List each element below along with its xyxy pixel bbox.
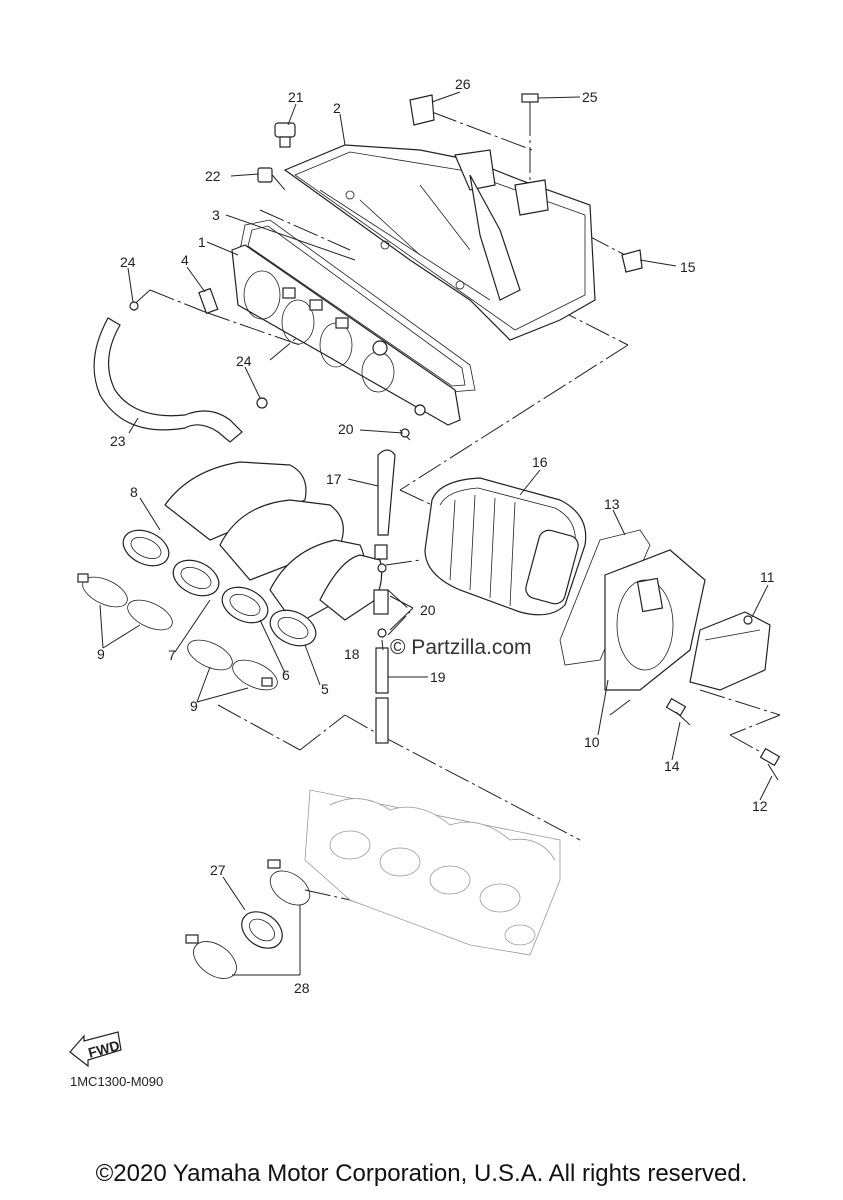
callout-4: 4 [181,252,189,268]
copyright-notice: ©2020 Yamaha Motor Corporation, U.S.A. A… [95,1160,748,1187]
callout-3: 3 [212,207,220,223]
watermark: © Partzilla.com [390,636,532,659]
part-18-valve [373,589,389,615]
diagram-code: 1MC1300-M090 [70,1074,164,1089]
callout-14: 14 [664,758,680,774]
air-filter-case [283,144,596,341]
part-24-clip-a [129,301,139,311]
callout-6: 6 [282,667,290,683]
callout-27: 27 [210,862,226,878]
case-cap [604,549,706,691]
callout-12: 12 [752,798,768,814]
callout-23: 23 [110,433,126,449]
leader-lines [99,91,773,976]
part-22-clip [257,167,273,183]
part-26-holder [409,94,435,126]
callout-19: 19 [430,669,446,685]
breather-hoses [373,449,396,744]
air-filter-element [424,477,587,616]
part-25-bolt-head [521,93,539,103]
cover-seal [559,529,651,666]
callout-8: 8 [130,484,138,500]
outer-cover [689,611,771,691]
callout-24a: 24 [120,254,136,270]
callout-25: 25 [582,89,598,105]
callout-9b: 9 [190,698,198,714]
callout-7: 7 [168,647,176,663]
callout-16: 16 [532,454,548,470]
part-24-clip-b [256,397,268,409]
callout-20b: 20 [420,602,436,618]
callout-20a: 20 [338,421,354,437]
part-15-nut [621,249,643,273]
callout-1: 1 [198,234,206,250]
callout-5: 5 [321,681,329,697]
callout-28: 28 [294,980,310,996]
callout-numbers: 1 2 3 4 5 6 7 8 9 9 10 11 12 13 14 15 16… [97,76,775,996]
intake-joints [122,461,383,647]
callout-15: 15 [680,259,696,275]
callout-17: 17 [326,471,342,487]
drain-hose [93,317,243,443]
callout-13: 13 [604,496,620,512]
callout-21: 21 [288,89,304,105]
part-4-screw [198,287,219,315]
forward-arrow-icon: FWD [69,1031,122,1068]
callout-9a: 9 [97,646,105,662]
part-19-hose [375,647,389,694]
callout-11: 11 [760,569,775,585]
callout-18: 18 [344,646,360,662]
callout-22: 22 [205,168,221,184]
callout-2: 2 [333,100,341,116]
callout-26: 26 [455,76,471,92]
cover-screws [665,697,781,781]
callout-10: 10 [584,734,600,750]
part-21-cap [274,122,296,138]
joint-plate [231,244,461,426]
callout-24b: 24 [236,353,252,369]
joint-27-clamps-28 [185,859,311,979]
fwd-label: FWD [86,1037,121,1061]
hose-clamps-9 [77,573,278,691]
throttle-body-reference [304,789,561,956]
